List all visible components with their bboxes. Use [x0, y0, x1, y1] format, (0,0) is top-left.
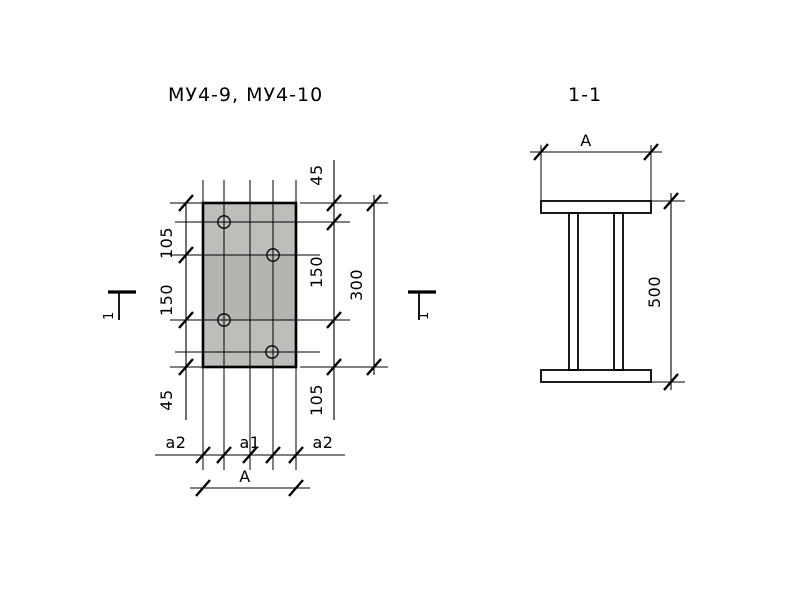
plan-right-dim-150: 150 [307, 256, 326, 288]
plan-left-dim-105: 105 [157, 227, 176, 259]
section-mark-right-label: 1 [417, 312, 432, 320]
section-mark-left-label: 1 [102, 312, 117, 320]
plan-bottom-dim-a1: a1 [240, 433, 261, 452]
plan-left-dim-150: 150 [157, 284, 176, 316]
section-view-group: A 500 [530, 131, 685, 391]
plan-view-title: МУ4-9, МУ4-10 [168, 84, 323, 106]
bolt-holes [217, 215, 280, 359]
bottom-flange [540, 369, 652, 383]
section-dim-A: A [580, 131, 591, 150]
plan-bottom-dimension-chain: a2 a1 a2 [155, 433, 345, 464]
bolt-hole [217, 313, 231, 327]
section-height-dim: 500 [645, 192, 685, 391]
section-dim-500: 500 [645, 276, 664, 308]
plan-right-dimension-chain: 45 150 105 [300, 160, 350, 420]
right-web [613, 212, 624, 371]
plan-right-dim-105: 105 [307, 384, 326, 416]
section-mark-right: 1 [408, 290, 436, 320]
section-width-dim: A [530, 131, 662, 205]
bolt-hole [217, 215, 231, 229]
bolt-hole [265, 345, 279, 359]
plan-left-dimension-chain: 105 150 45 [157, 194, 210, 420]
section-mark-left: 1 [102, 290, 136, 320]
plan-right-dim-45: 45 [307, 164, 326, 185]
left-web [568, 212, 579, 371]
plan-bottom-dim-a2-left: a2 [166, 433, 187, 452]
plan-view-group: 105 150 45 45 150 105 [102, 160, 436, 497]
plan-overall-vertical-dim: 300 [340, 194, 388, 376]
plan-dim-300: 300 [347, 269, 366, 301]
top-flange [540, 200, 652, 214]
plan-bottom-dim-a2-right: a2 [313, 433, 334, 452]
section-view-title: 1-1 [568, 84, 602, 106]
plan-dim-A: A [239, 467, 250, 486]
plan-vertical-gridlines [202, 180, 297, 470]
plan-left-dim-45: 45 [157, 389, 176, 410]
bolt-hole [266, 248, 280, 262]
plan-overall-horizontal-dim: A [190, 467, 310, 497]
